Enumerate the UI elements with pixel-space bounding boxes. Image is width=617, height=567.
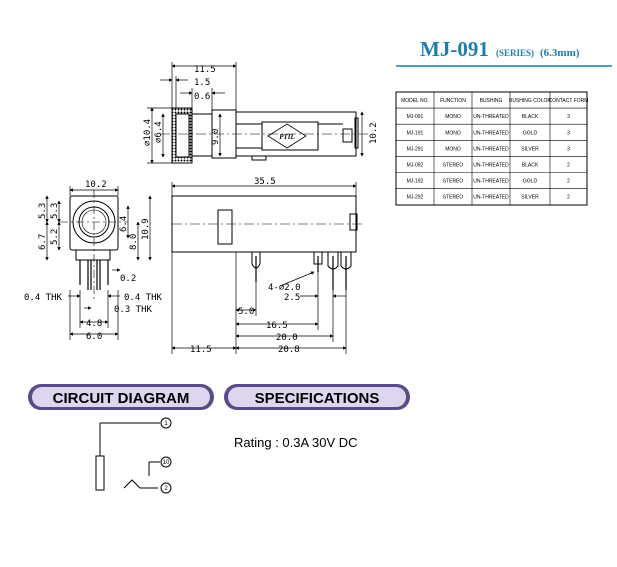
specifications-title: SPECIFICATIONS: [255, 390, 380, 407]
side-view-dimensions: [171, 182, 357, 354]
dim-front-6-4: 6.4: [119, 216, 129, 232]
table-cell: GOLD: [523, 179, 538, 185]
table-cell: STEREO: [443, 179, 464, 185]
table-cell: UN-THREATED: [473, 130, 509, 136]
table-cell: UN-THREATED: [473, 179, 509, 185]
top-view: PTIL: [160, 107, 368, 164]
table-cell: UN-THREATED: [473, 114, 509, 120]
table-cell: MJ-291: [407, 146, 424, 152]
header-title: MJ-091 (SERIES) (6.3mm): [396, 37, 612, 67]
table-cell: MONO: [445, 114, 461, 120]
dim-top-1-5: 1.5: [194, 78, 210, 88]
circuit-diagram-title: CIRCUIT DIAGRAM: [53, 390, 190, 407]
table-header-cell: BUSHING COLOR: [509, 98, 551, 104]
table-cell: SILVER: [521, 195, 539, 201]
dim-side-20-8: 20.8: [278, 345, 300, 355]
table-cell: UN-THREATED: [473, 146, 509, 152]
table-cell: UN-THREATED: [473, 162, 509, 168]
table-header-cell: FUNCTION: [440, 98, 466, 104]
table-header-cell: MODEL NO.: [401, 98, 429, 104]
table-cell: 2: [567, 195, 570, 201]
dim-top-0-6: 0.6: [194, 92, 210, 102]
front-view-dimensions: [45, 186, 152, 340]
dim-side-16-5: 16.5: [266, 321, 288, 331]
table-cell: MJ-192: [407, 179, 424, 185]
dim-front-5-2: 5.2: [50, 229, 60, 245]
dim-thk-0-3: 0.3 THK: [114, 305, 153, 315]
circuit-diagram-heading: CIRCUIT DIAGRAM: [28, 384, 214, 410]
table-cell: SILVER: [521, 146, 539, 152]
dim-side-35-5: 35.5: [254, 177, 276, 187]
table-cell: MJ-191: [407, 130, 424, 136]
series-label: (SERIES): [496, 48, 534, 58]
table-header-cell: CONTACT FORM: [549, 98, 589, 104]
pin-1-label: 1: [164, 421, 168, 427]
dim-thk-left: 0.4 THK: [24, 293, 63, 303]
pin-10-label: 10: [163, 460, 170, 466]
table-cell: STEREO: [443, 195, 464, 201]
rating-text: Rating : 0.3A 30V DC: [234, 435, 358, 450]
dim-side-11-5: 11.5: [190, 345, 212, 355]
table-cell: UN-THREATED: [473, 195, 509, 201]
table-cell: MJ-091: [407, 114, 424, 120]
dim-front-5-3b: 5.3: [50, 203, 60, 219]
table-cell: 2: [567, 179, 570, 185]
table-cell: MONO: [445, 130, 461, 136]
dim-dia-10-4: ∅10.4: [143, 119, 153, 146]
table-header-cell: BUSHING: [480, 98, 503, 104]
side-view: [171, 195, 364, 290]
table-cell: 3: [567, 146, 570, 152]
table-cell: BLACK: [522, 114, 539, 120]
dim-front-0-2: 0.2: [120, 274, 136, 284]
size-label: (6.3mm): [540, 47, 580, 59]
dim-front-4-8: 4.8: [86, 319, 102, 329]
dim-side-4-d2: 4-∅2.0: [268, 283, 301, 293]
table-cell: 3: [567, 130, 570, 136]
table-cell: GOLD: [523, 130, 538, 136]
dim-side-2-5: 2.5: [284, 293, 300, 303]
specifications-heading: SPECIFICATIONS: [224, 384, 410, 410]
table-cell: MJ-092: [407, 162, 424, 168]
pin-2-label: 2: [164, 486, 168, 492]
circuit-diagram: [95, 417, 172, 494]
dim-10-2-right: 10.2: [369, 122, 379, 144]
dim-front-6-7: 6.7: [38, 234, 48, 250]
model-title: MJ-091: [420, 37, 489, 61]
table-cell: BLACK: [522, 162, 539, 168]
dim-front-10-2: 10.2: [85, 180, 107, 190]
dim-front-10-9: 10.9: [141, 218, 151, 240]
dim-side-5-0: 5.0: [238, 307, 254, 317]
dim-front-6-0: 6.0: [86, 332, 102, 342]
dim-thk-right: 0.4 THK: [124, 293, 163, 303]
spec-table: MODEL NO. FUNCTION BUSHING BUSHING COLORCON…: [395, 91, 589, 206]
table-cell: MONO: [445, 146, 461, 152]
dim-side-20-0: 20.0: [276, 333, 298, 343]
dim-top-11-5: 11.5: [194, 65, 216, 75]
top-view-dimensions: [147, 62, 364, 164]
table-cell: 3: [567, 114, 570, 120]
dim-front-5-3a: 5.3: [38, 203, 48, 219]
dim-front-8-0: 8.0: [129, 234, 139, 250]
dim-dia-6-4: ∅6.4: [154, 121, 164, 143]
table-cell: STEREO: [443, 162, 464, 168]
table-cell: 2: [567, 162, 570, 168]
front-view: [60, 190, 128, 300]
dim-9-0: 9.0: [211, 129, 221, 145]
ptil-logo: PTIL: [279, 133, 295, 141]
table-cell: MJ-292: [407, 195, 424, 201]
